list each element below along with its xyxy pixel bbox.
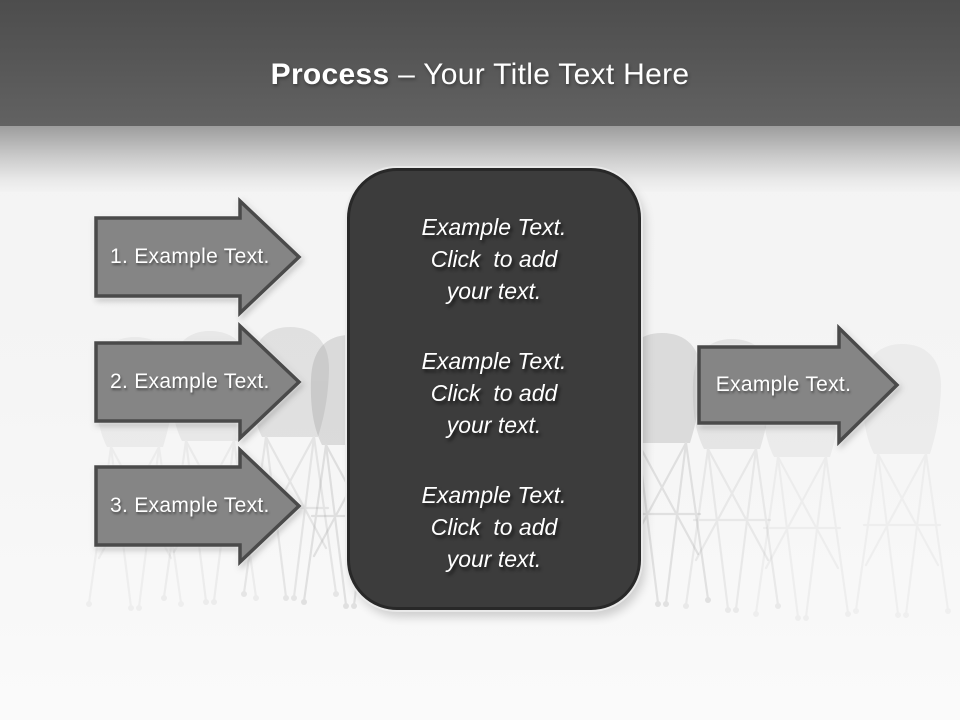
text-block-1[interactable]: Example Text. Click to add your text. bbox=[350, 211, 638, 307]
text-block-3-line-3: your text. bbox=[446, 546, 542, 572]
title-rest-text: – Your Title Text Here bbox=[389, 58, 690, 91]
process-arrow-2-label: 2. Example Text. bbox=[110, 370, 270, 393]
process-arrow-1[interactable]: 1. Example Text. bbox=[93, 197, 303, 317]
process-arrow-2[interactable]: 2. Example Text. bbox=[93, 322, 303, 442]
center-text-panel[interactable]: Example Text. Click to add your text. Ex… bbox=[347, 168, 641, 610]
next-step-arrow[interactable]: Example Text. bbox=[696, 324, 901, 446]
text-block-1-line-2: Click to add bbox=[430, 246, 558, 272]
arrow-shape bbox=[94, 322, 302, 442]
text-block-3[interactable]: Example Text. Click to add your text. bbox=[350, 479, 638, 575]
page-title[interactable]: Process – Your Title Text Here bbox=[0, 0, 960, 126]
header-band: Process – Your Title Text Here bbox=[0, 0, 960, 126]
text-block-2-line-2: Click to add bbox=[430, 380, 558, 406]
process-arrow-3[interactable]: 3. Example Text. bbox=[93, 446, 303, 566]
title-bold-text: Process bbox=[270, 58, 390, 91]
text-block-2-line-1: Example Text. bbox=[421, 348, 567, 374]
arrow-shape bbox=[697, 324, 900, 446]
text-block-2-line-3: your text. bbox=[446, 412, 542, 438]
text-block-2[interactable]: Example Text. Click to add your text. bbox=[350, 345, 638, 441]
next-step-arrow-label: Example Text. bbox=[715, 373, 852, 396]
process-arrow-1-label: 1. Example Text. bbox=[110, 245, 270, 268]
text-block-3-line-2: Click to add bbox=[430, 514, 558, 540]
text-block-3-line-1: Example Text. bbox=[421, 482, 567, 508]
process-arrow-3-label: 3. Example Text. bbox=[110, 494, 270, 517]
arrow-shape bbox=[94, 446, 302, 566]
text-block-1-line-3: your text. bbox=[446, 278, 542, 304]
text-block-1-line-1: Example Text. bbox=[421, 214, 567, 240]
arrow-shape bbox=[94, 197, 302, 317]
